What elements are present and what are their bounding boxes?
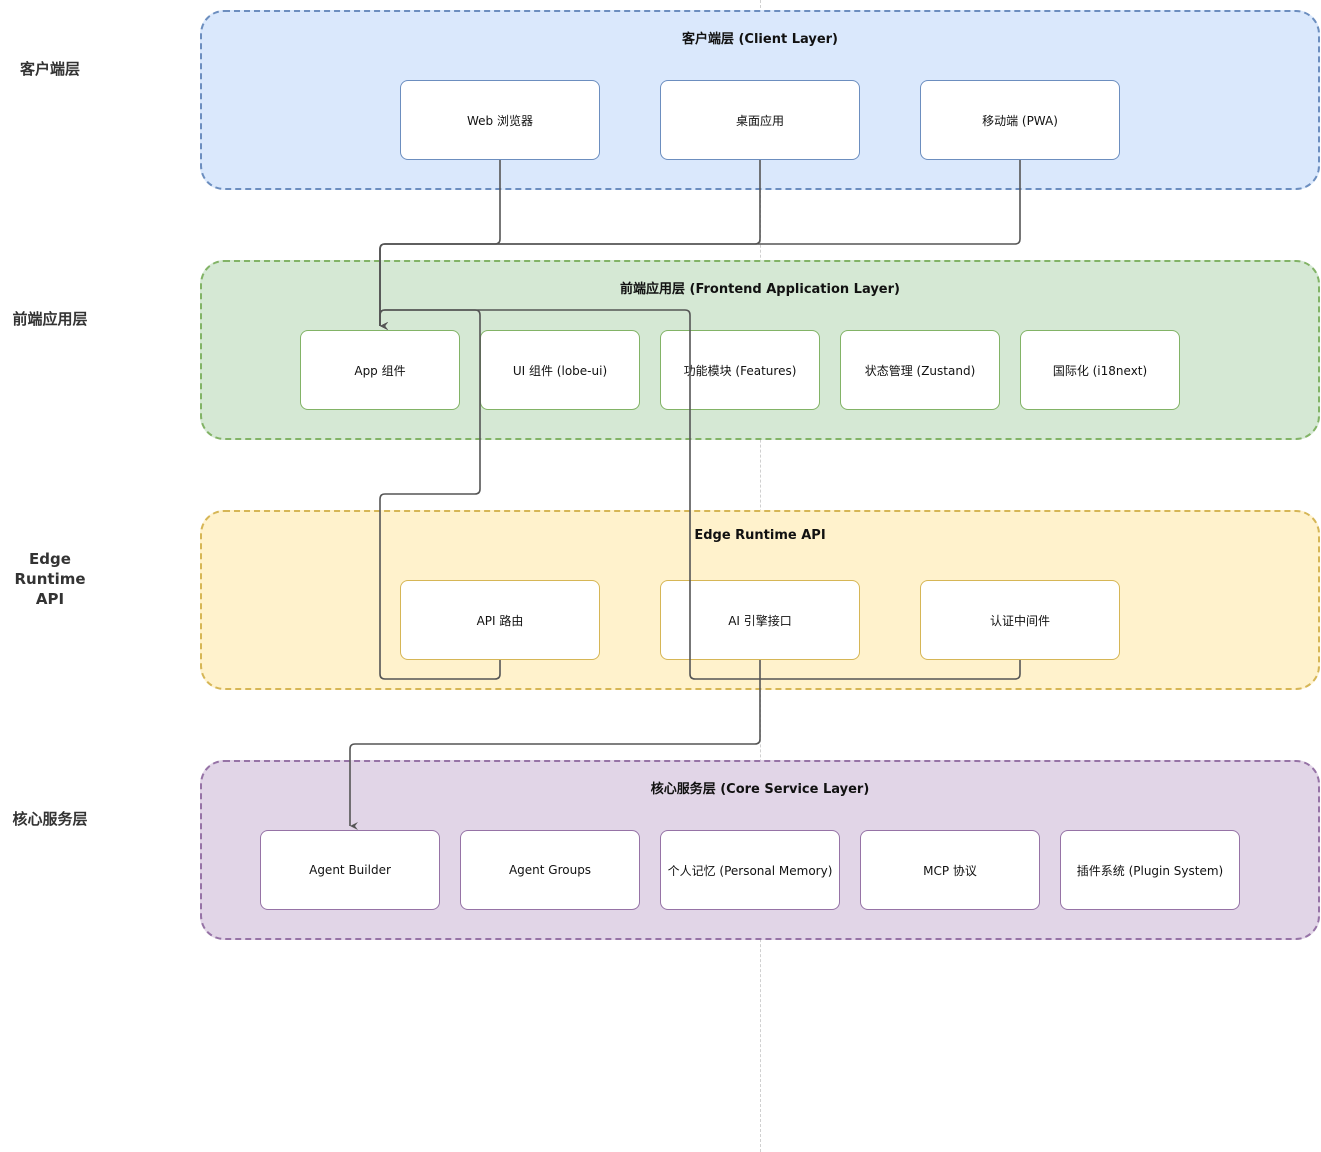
app-component-node[interactable]: App 组件	[300, 330, 460, 410]
desktop-app-node[interactable]: 桌面应用	[660, 80, 860, 160]
i18n-node[interactable]: 国际化 (i18next)	[1020, 330, 1180, 410]
ai-engine-node[interactable]: AI 引擎接口	[660, 580, 860, 660]
features-node[interactable]: 功能模块 (Features)	[660, 330, 820, 410]
plugin-system-node[interactable]: 插件系统 (Plugin System)	[1060, 830, 1240, 910]
agent-groups-node[interactable]: Agent Groups	[460, 830, 640, 910]
mobile-pwa-node[interactable]: 移动端 (PWA)	[920, 80, 1120, 160]
side-label-edge: Edge Runtime API	[14, 550, 86, 608]
core-layer-title: 核心服务层 (Core Service Layer)	[650, 782, 870, 797]
mcp-protocol-node[interactable]: MCP 协议	[860, 830, 1040, 910]
side-label-client: 客户端层	[19, 60, 80, 78]
ui-component-node[interactable]: UI 组件 (lobe-ui)	[480, 330, 640, 410]
auth-middleware-node[interactable]: 认证中间件	[920, 580, 1120, 660]
web-browser-node[interactable]: Web 浏览器	[400, 80, 600, 160]
edge-layer-title: Edge Runtime API	[694, 528, 826, 543]
frontend-layer-title: 前端应用层 (Frontend Application Layer)	[620, 282, 900, 297]
personal-memory-node[interactable]: 个人记忆 (Personal Memory)	[660, 830, 840, 910]
side-label-core: 核心服务层	[12, 810, 88, 828]
api-routes-node[interactable]: API 路由	[400, 580, 600, 660]
agent-builder-node[interactable]: Agent Builder	[260, 830, 440, 910]
client-layer-title: 客户端层 (Client Layer)	[681, 32, 839, 47]
side-label-frontend: 前端应用层	[12, 310, 88, 328]
state-management-node[interactable]: 状态管理 (Zustand)	[840, 330, 1000, 410]
